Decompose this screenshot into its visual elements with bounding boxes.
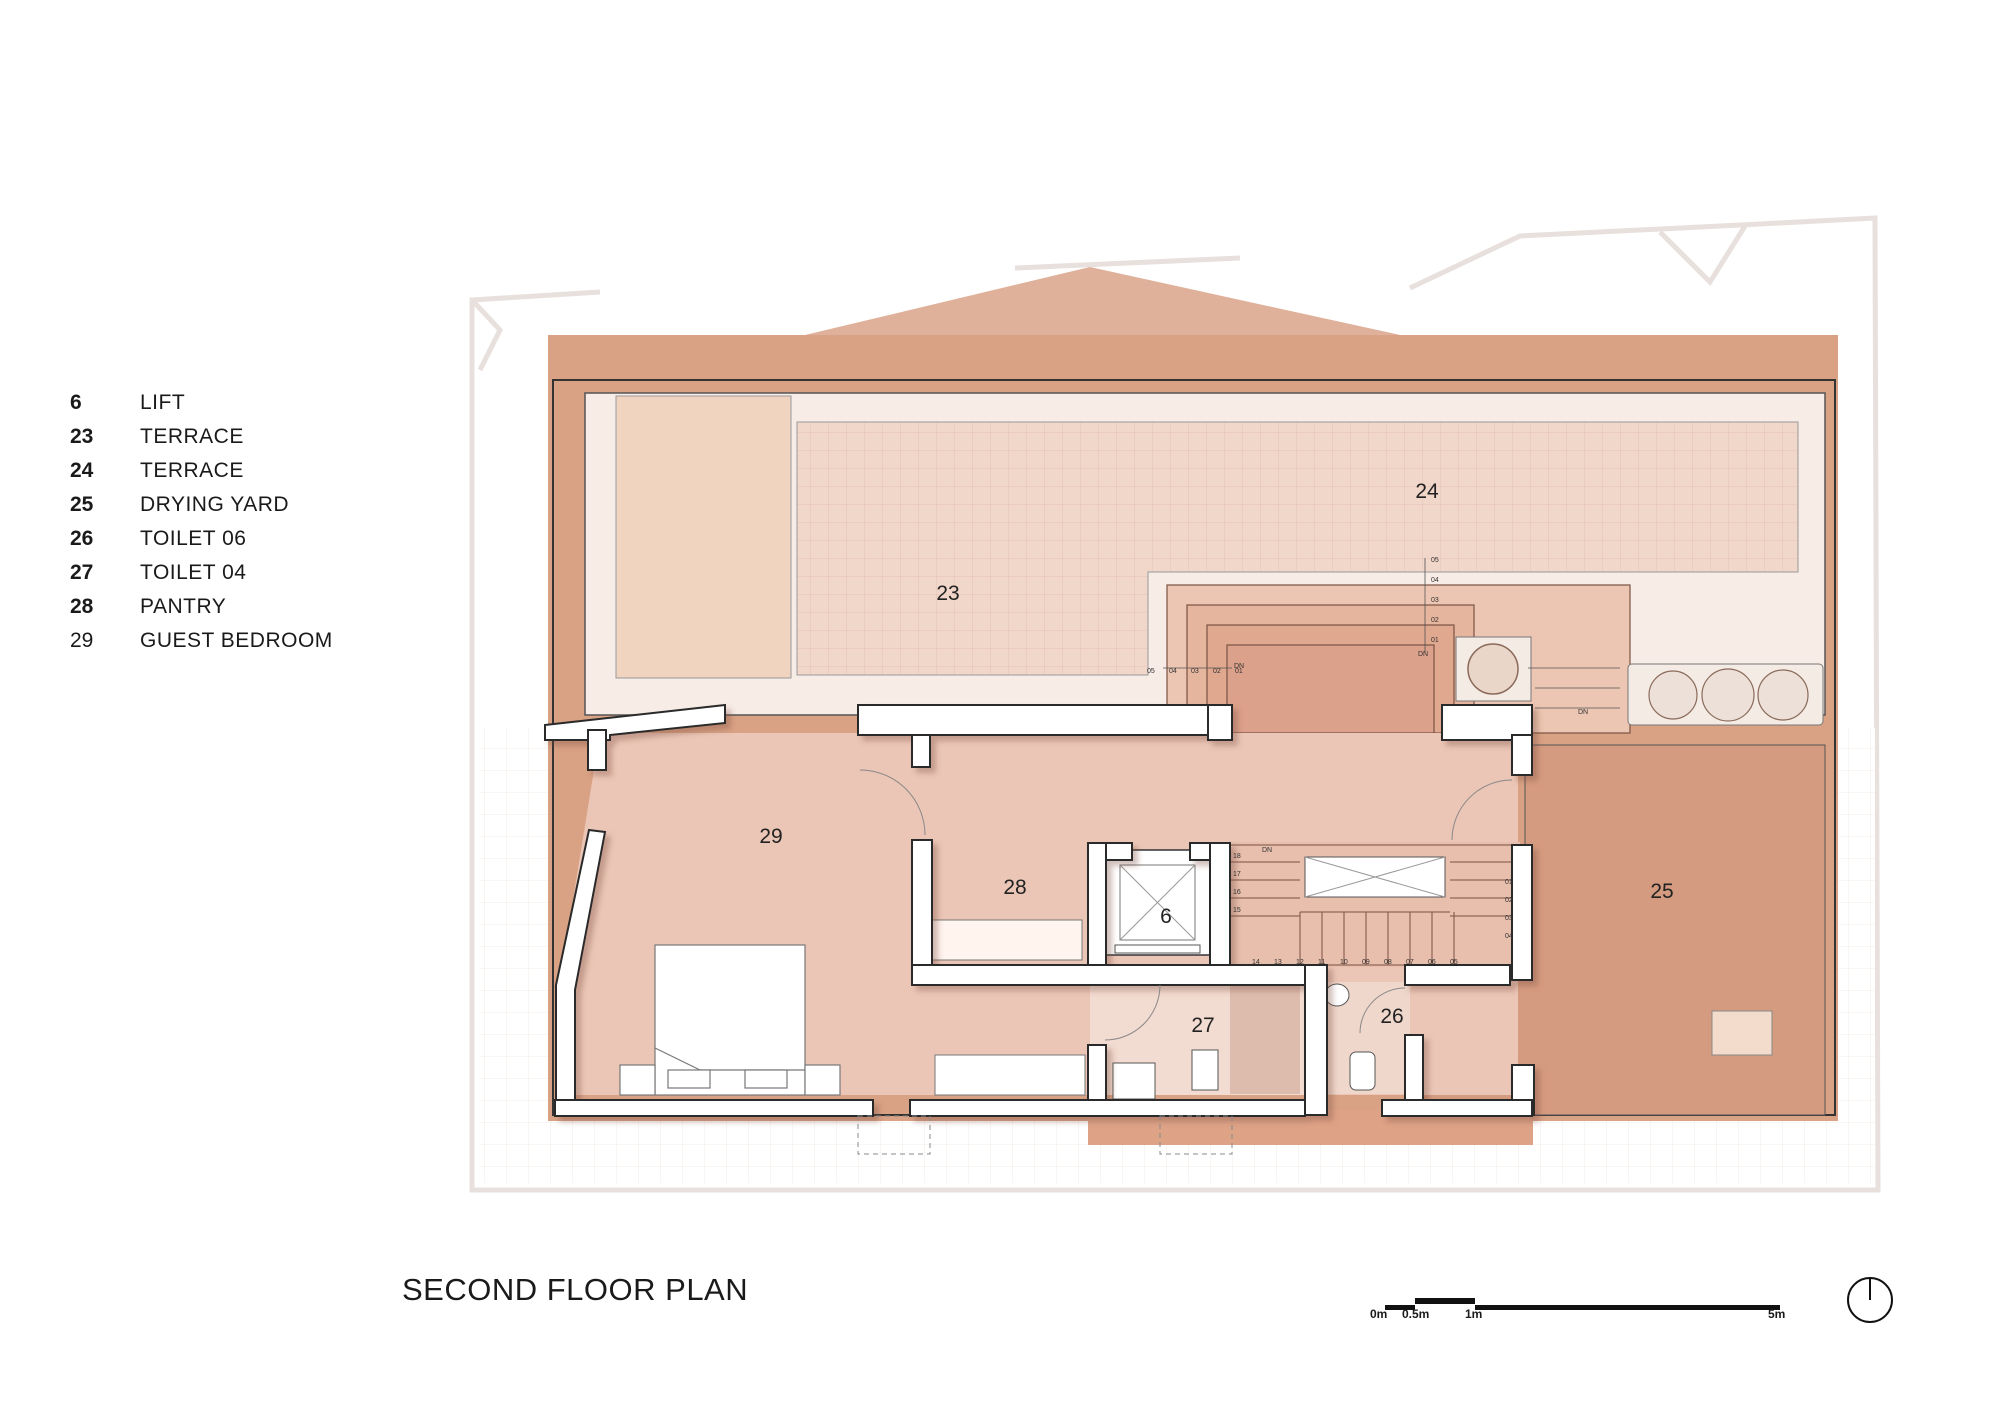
lift-car xyxy=(1104,849,1211,956)
desk-counter xyxy=(934,1054,1086,1096)
scale-label-0m: 0m xyxy=(1370,1307,1388,1321)
stair-step-number: 08 xyxy=(1384,959,1392,966)
legend-item: 29 GUEST BEDROOM xyxy=(70,624,333,658)
legend-item: 26 TOILET 06 xyxy=(70,522,333,556)
legend-label: TERRACE xyxy=(140,425,244,448)
drying-yard-skylight xyxy=(1711,1010,1773,1056)
legend-label: TOILET 04 xyxy=(140,561,247,584)
shrub-icon xyxy=(1757,669,1809,721)
stair-step-number: 12 xyxy=(1296,959,1304,966)
stair-step-number: 15 xyxy=(1233,907,1241,914)
room-number-25: 25 xyxy=(1650,880,1673,903)
squat-toilet xyxy=(1349,1051,1376,1091)
legend-number: 6 xyxy=(70,391,82,414)
legend-label: LIFT xyxy=(140,391,186,414)
washbasin xyxy=(1112,1062,1156,1100)
room-number-6: 6 xyxy=(1160,905,1172,928)
legend-number: 27 xyxy=(70,561,94,584)
stair-step-number: 09 xyxy=(1362,959,1370,966)
room-number-28: 28 xyxy=(1003,876,1026,899)
north-arrow-icon xyxy=(1847,1277,1893,1323)
stair-step-number: 02 xyxy=(1505,897,1513,904)
stair-step-number: 04 xyxy=(1169,668,1177,675)
level-markers xyxy=(1163,558,1620,709)
stair-step-number: 01 xyxy=(1505,879,1513,886)
legend-label: PANTRY xyxy=(140,595,227,618)
plan-title: SECOND FLOOR PLAN xyxy=(402,1272,749,1307)
pantry-counter xyxy=(931,919,1083,961)
legend-label: TOILET 06 xyxy=(140,527,247,550)
stair-step-number: 18 xyxy=(1233,853,1241,860)
scale-label-1m: 1m xyxy=(1465,1307,1483,1321)
room-number-29: 29 xyxy=(759,825,782,848)
stair-step-number: 04 xyxy=(1431,577,1439,584)
roof-ridge xyxy=(805,267,1400,335)
stair-step-number: 01 xyxy=(1235,668,1243,675)
stair-step-number: 05 xyxy=(1450,959,1458,966)
legend-item: 25 DRYING YARD xyxy=(70,488,333,522)
legend-label: TERRACE xyxy=(140,459,244,482)
legend-item: 27 TOILET 04 xyxy=(70,556,333,590)
shrub-icon xyxy=(1648,670,1698,720)
stair-step-number: 02 xyxy=(1431,617,1439,624)
tree-canopy-icon xyxy=(1467,643,1519,695)
room-number-23: 23 xyxy=(936,582,959,605)
stair-step-number: 14 xyxy=(1252,959,1260,966)
legend-number: 26 xyxy=(70,527,94,550)
legend-item: 24 TERRACE xyxy=(70,454,333,488)
stair-step-number: 02 xyxy=(1213,668,1221,675)
room-number-27: 27 xyxy=(1191,1014,1214,1037)
stair-step-number: 01 xyxy=(1431,637,1439,644)
basin-26 xyxy=(1324,983,1350,1007)
legend-number: 29 xyxy=(70,629,94,652)
legend-number: 25 xyxy=(70,493,94,516)
walls xyxy=(544,703,1535,1117)
stair-dn-label: DN xyxy=(1418,651,1428,658)
double-bed xyxy=(619,944,841,1096)
stair-step-number: 10 xyxy=(1340,959,1348,966)
drying-yard-floor xyxy=(1524,744,1826,1116)
toilet-fixture xyxy=(1191,1049,1219,1091)
scale-bar xyxy=(1385,1298,1780,1310)
scale-label-5m: 5m xyxy=(1768,1307,1786,1321)
legend-item: 28 PANTRY xyxy=(70,590,333,624)
stair-step-number: 05 xyxy=(1147,668,1155,675)
room-number-24: 24 xyxy=(1415,480,1439,503)
stepped-platform xyxy=(1166,584,1631,734)
stair-step-number: 05 xyxy=(1431,557,1439,564)
stair-step-number: 04 xyxy=(1505,933,1513,940)
stair-step-number: 13 xyxy=(1274,959,1282,966)
legend-number: 23 xyxy=(70,425,94,448)
stair-step-number: 03 xyxy=(1431,597,1439,604)
legend-number: 24 xyxy=(70,459,94,482)
legend-number: 28 xyxy=(70,595,94,618)
stair-dn-label: DN xyxy=(1262,847,1272,854)
site-boundary xyxy=(469,215,1881,1193)
legend-item: 6 LIFT xyxy=(70,386,333,420)
stair-void-cross xyxy=(1304,856,1446,898)
stair-step-number: 03 xyxy=(1505,915,1513,922)
stair-step-number: 16 xyxy=(1233,889,1241,896)
stair-step-number: 07 xyxy=(1406,959,1414,966)
legend-label: DRYING YARD xyxy=(140,493,290,516)
stair-step-number: 17 xyxy=(1233,871,1241,878)
scale-label-half-m: 0.5m xyxy=(1402,1307,1430,1321)
legend-item: 23 TERRACE xyxy=(70,420,333,454)
legend-label: GUEST BEDROOM xyxy=(140,629,333,652)
door-swings xyxy=(857,769,1513,1155)
room-number-26: 26 xyxy=(1380,1005,1403,1028)
terrace-24-tiles xyxy=(796,421,1799,676)
stair-dn-label: DN xyxy=(1578,709,1588,716)
stair-step-number: 06 xyxy=(1428,959,1436,966)
stair-dn-label: DN xyxy=(1234,663,1244,670)
stair-step-number: 03 xyxy=(1191,668,1199,675)
stair-step-number: 11 xyxy=(1318,959,1325,966)
terrace-23-deck xyxy=(615,395,792,679)
shrub-icon xyxy=(1701,668,1755,722)
